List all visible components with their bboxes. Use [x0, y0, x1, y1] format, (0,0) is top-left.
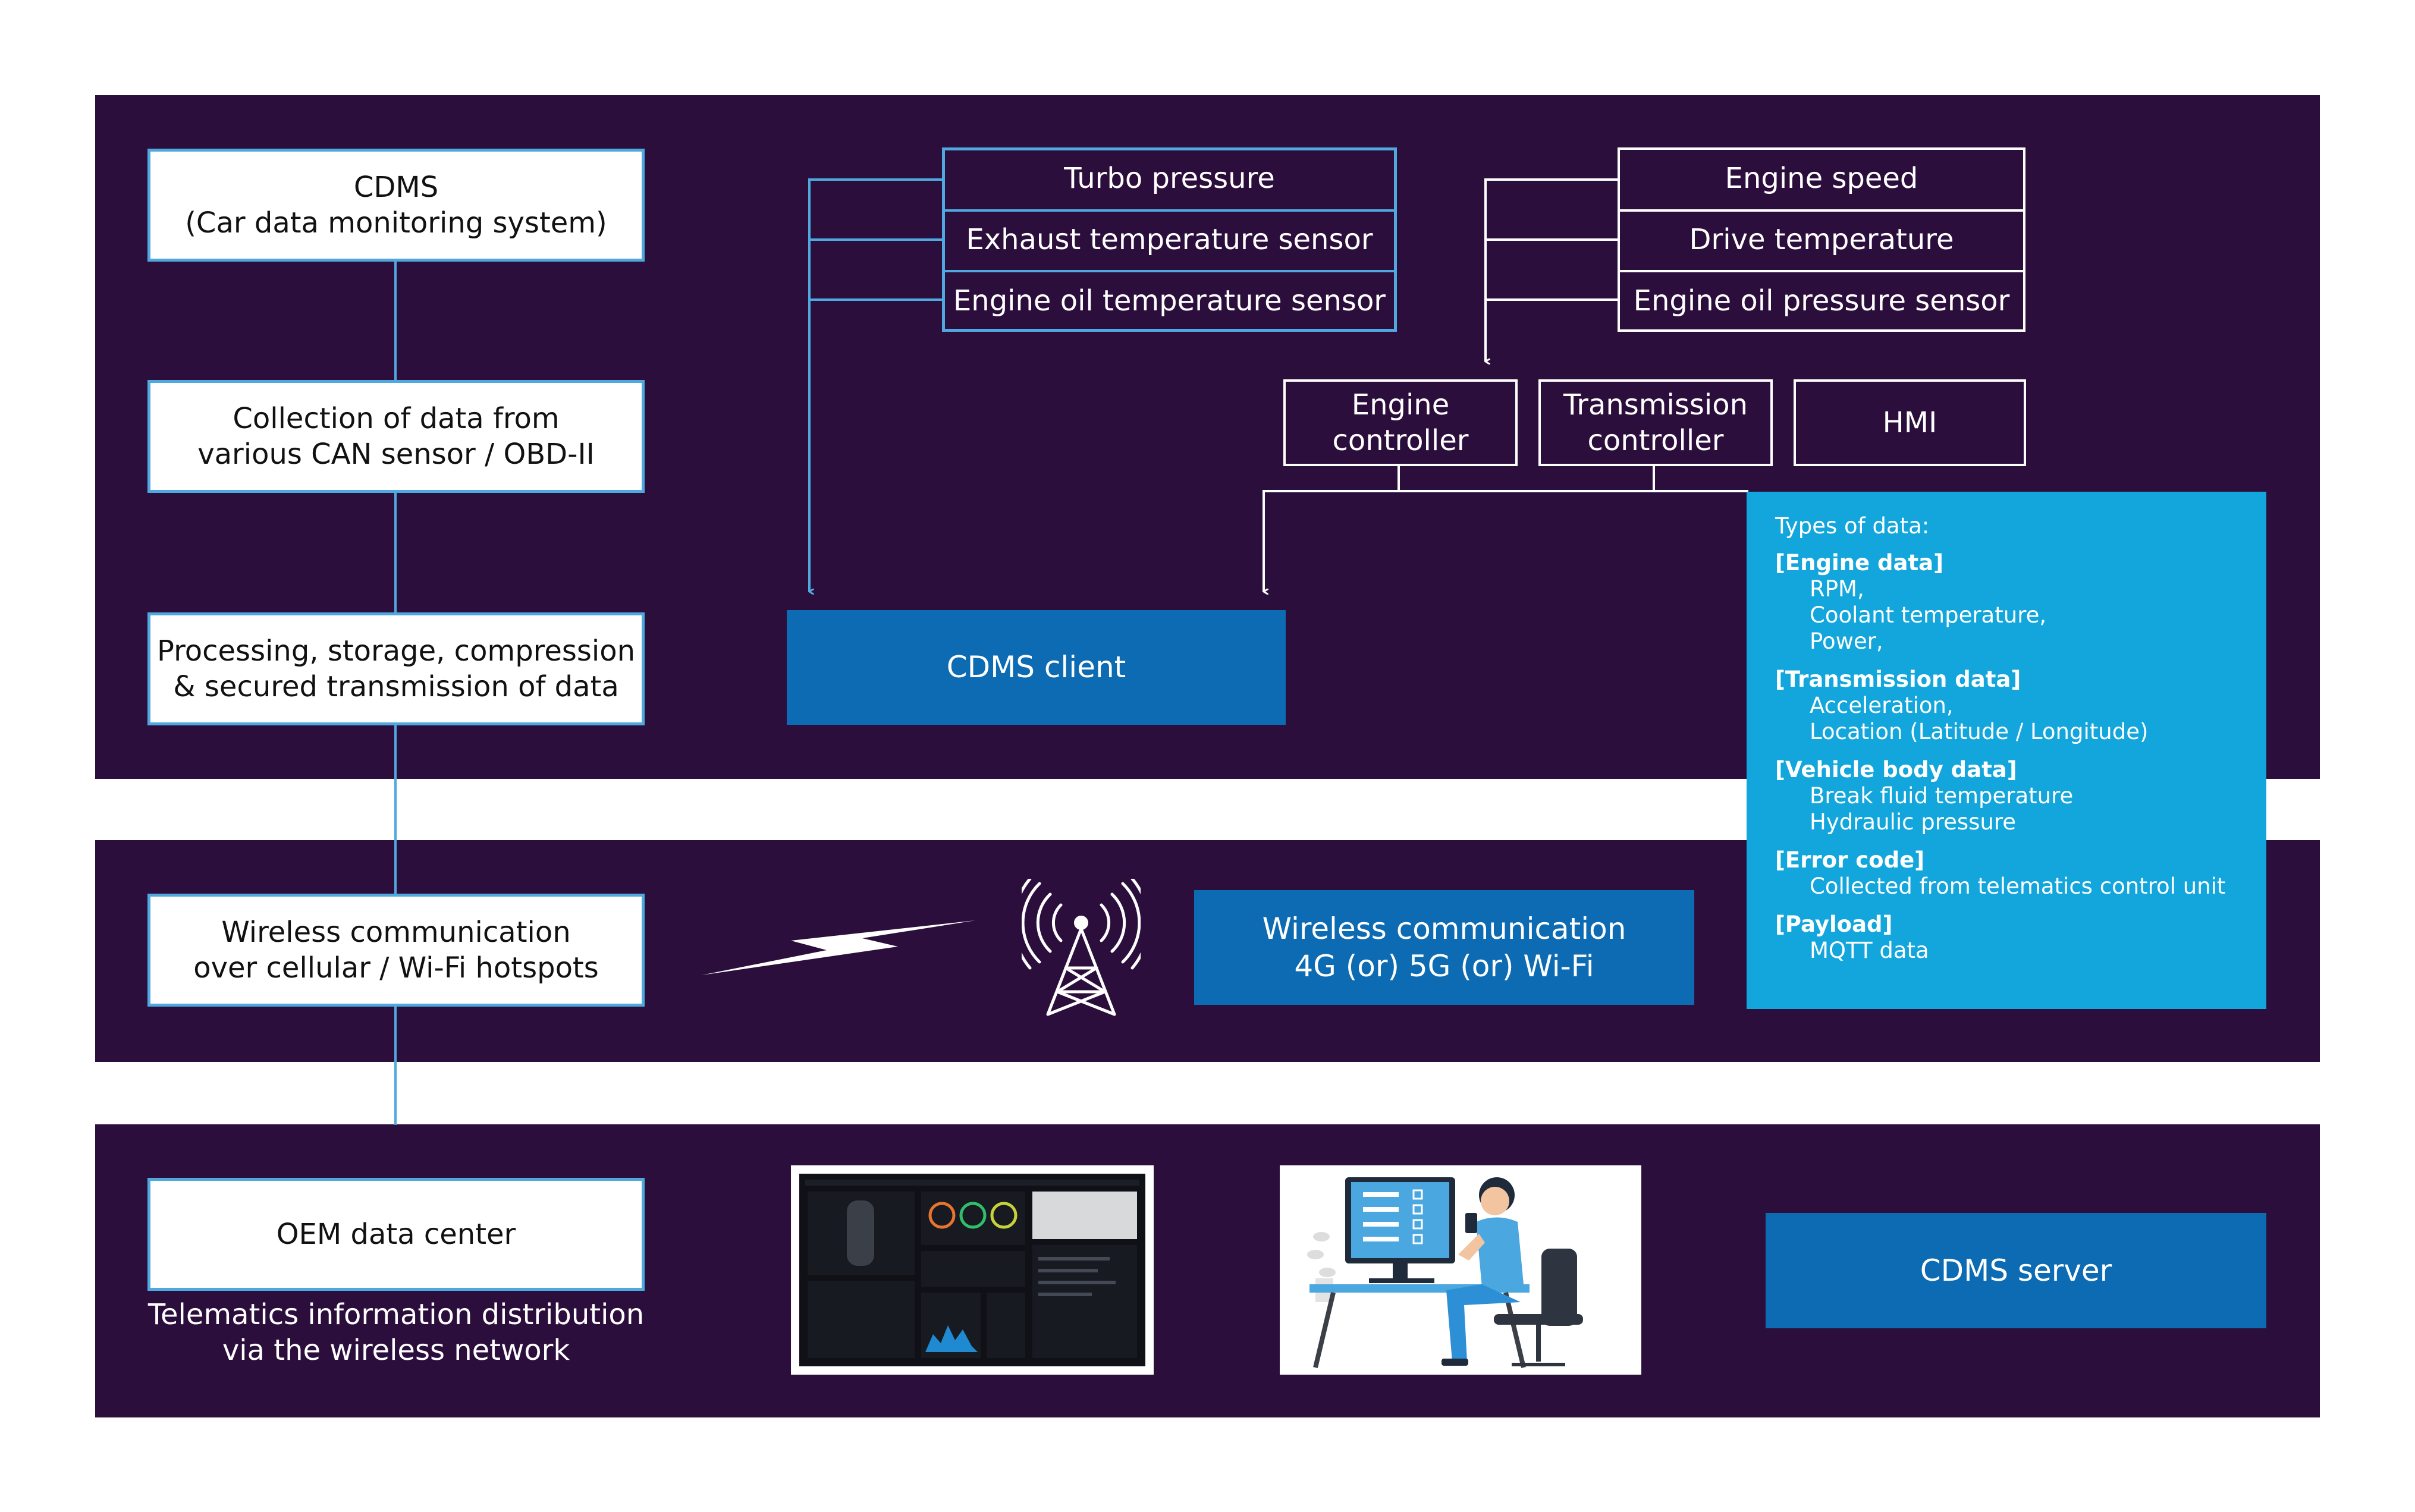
data-section-heading: [Transmission data] — [1775, 667, 2021, 692]
data-item: Collected from telematics control unit — [1810, 873, 2226, 899]
wireless-line-2: over cellular / Wi-Fi hotspots — [193, 951, 599, 985]
data-section-heading: [Error code] — [1775, 847, 1925, 873]
hmi-box: HMI — [1794, 379, 2026, 466]
person-at-computer-icon — [1280, 1165, 1641, 1375]
hmi-label: HMI — [1882, 406, 1937, 439]
cdms-line-1: CDMS — [353, 171, 439, 204]
data-section-transmission: [Transmission data] Acceleration, Locati… — [1775, 667, 2238, 745]
collection-line-2: various CAN sensor / OBD-II — [197, 438, 595, 471]
transmission-controller-line-1: Transmission — [1563, 388, 1748, 422]
sensor-engine-speed: Engine speed — [1725, 162, 1918, 195]
data-item: Hydraulic pressure — [1810, 809, 2017, 835]
telematics-caption: Telematics information distribution via … — [95, 1297, 697, 1368]
lightning-icon — [702, 920, 975, 975]
data-item: MQTT data — [1810, 938, 1929, 963]
data-item: Coolant temperature, — [1810, 602, 2047, 628]
cdms-server-label: CDMS server — [1920, 1253, 2112, 1288]
data-item: RPM, — [1810, 576, 1864, 602]
data-section-heading: [Vehicle body data] — [1775, 757, 2017, 782]
sensor-stack-right — [1618, 147, 2025, 332]
data-section-heading: [Engine data] — [1775, 550, 1944, 576]
sensor-stack-left — [942, 147, 1397, 332]
sensor-divider — [942, 270, 1397, 272]
processing-line-2: & secured transmission of data — [173, 670, 619, 703]
wireless-comm-line-1: Wireless communication — [1262, 911, 1626, 946]
sensor-exhaust-temperature: Exhaust temperature sensor — [966, 223, 1373, 256]
sensor-divider — [942, 209, 1397, 212]
data-section-error-code: [Error code] Collected from telematics c… — [1775, 847, 2238, 900]
cdms-client-box: CDMS client — [787, 610, 1286, 725]
data-section-payload: [Payload] MQTT data — [1775, 911, 2238, 964]
sensor-engine-oil-pressure: Engine oil pressure sensor — [1633, 284, 2010, 318]
dashboard-screenshot-icon — [791, 1165, 1154, 1375]
dashboard-graphic — [799, 1174, 1145, 1366]
sensor-divider — [1618, 270, 2025, 272]
transmission-controller-line-2: controller — [1587, 424, 1724, 457]
cdms-line-2: (Car data monitoring system) — [185, 206, 607, 240]
data-item: Break fluid temperature — [1810, 783, 2074, 809]
data-section-heading: [Payload] — [1775, 911, 1893, 937]
wireless-comm-line-2: 4G (or) 5G (or) Wi-Fi — [1294, 948, 1594, 983]
sensor-divider — [1618, 209, 2025, 212]
engine-controller-line-2: controller — [1332, 424, 1469, 457]
oem-box: OEM data center — [147, 1178, 645, 1291]
cdms-box: CDMS(Car data monitoring system) — [147, 149, 645, 262]
wireless-line-1: Wireless communication — [221, 916, 571, 949]
data-section-engine: [Engine data] RPM, Coolant temperature, … — [1775, 550, 2238, 655]
person-graphic — [1307, 1177, 1583, 1368]
telematics-line-1: Telematics information distribution — [147, 1298, 645, 1331]
engine-controller-line-1: Engine — [1351, 388, 1450, 422]
processing-line-1: Processing, storage, compression — [156, 634, 636, 668]
cdms-server-box: CDMS server — [1766, 1213, 2266, 1328]
sensor-engine-oil-temperature: Engine oil temperature sensor — [953, 284, 1386, 318]
processing-box: Processing, storage, compression& secure… — [147, 612, 645, 725]
sensor-turbo-pressure: Turbo pressure — [1064, 162, 1275, 195]
data-item: Power, — [1810, 628, 1883, 654]
antenna-tower-icon — [1022, 879, 1141, 1016]
data-types-panel: Types of data: [Engine data] RPM, Coolan… — [1747, 492, 2266, 1009]
collection-line-1: Collection of data from — [233, 402, 560, 435]
sensor-drive-temperature: Drive temperature — [1689, 223, 1954, 256]
data-types-caption: Types of data: — [1775, 513, 1930, 539]
data-item: Acceleration, — [1810, 693, 1954, 718]
data-item: Location (Latitude / Longitude) — [1810, 719, 2149, 744]
oem-label: OEM data center — [276, 1218, 516, 1251]
data-section-vehicle-body: [Vehicle body data] Break fluid temperat… — [1775, 757, 2238, 835]
telematics-line-2: via the wireless network — [222, 1334, 570, 1367]
cdms-client-label: CDMS client — [946, 650, 1126, 685]
